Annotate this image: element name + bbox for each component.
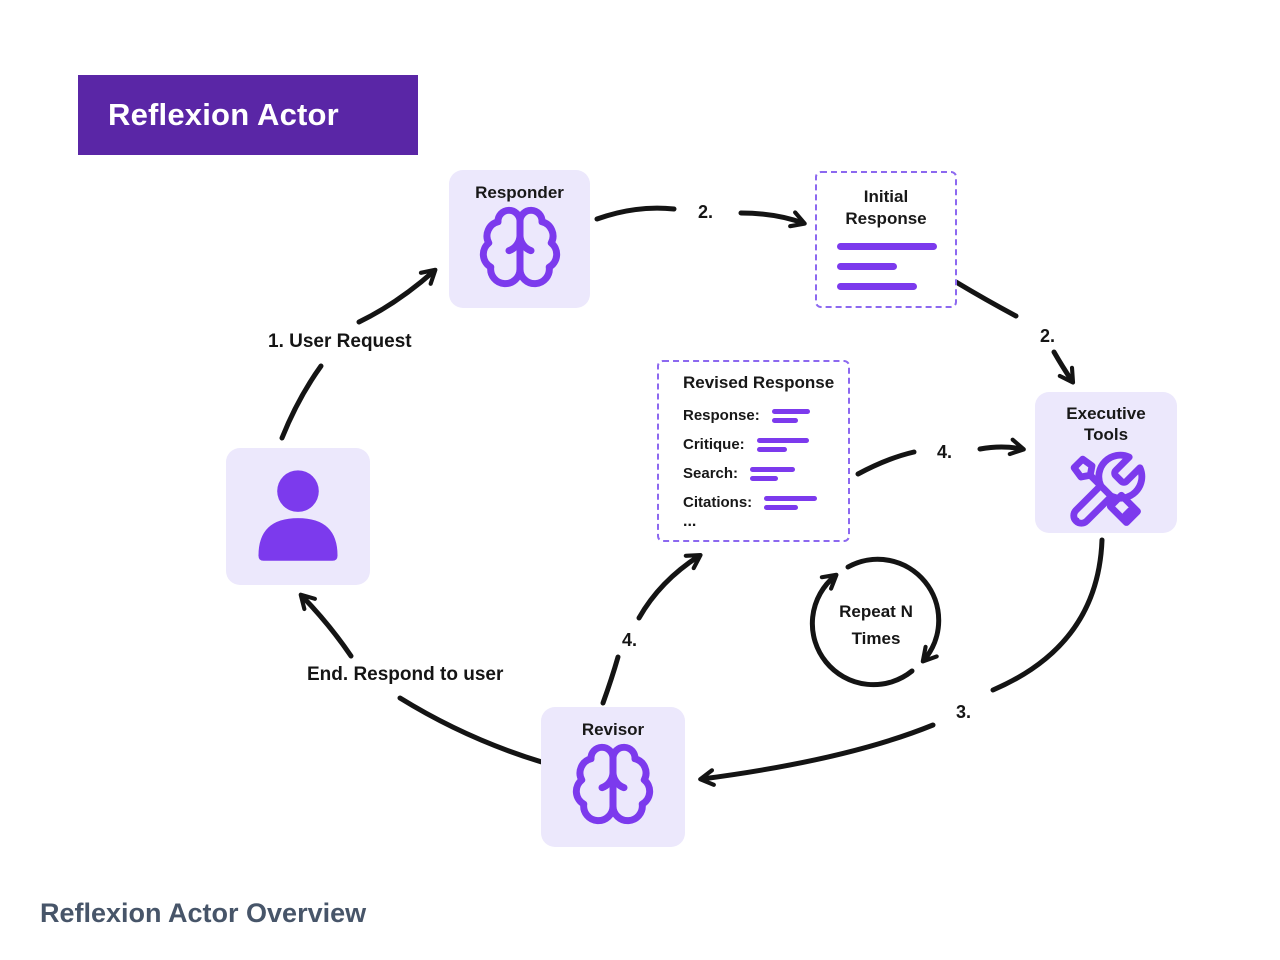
arrow-user-to-responder-seg2	[356, 267, 438, 325]
diagram-caption: Reflexion Actor Overview	[40, 898, 367, 928]
edge-label-respond-to-user: End. Respond to user	[307, 664, 504, 685]
arrow-revisor-to-user-seg1	[397, 695, 548, 766]
edge-label-user-request: 1. User Request	[268, 331, 412, 352]
field-label: Search:	[683, 465, 739, 482]
brain-icon	[569, 740, 657, 833]
field-text-lines	[756, 437, 809, 452]
revised-field-row: Citations:	[683, 488, 848, 517]
arrow-user-to-responder-seg1	[279, 363, 324, 441]
executive-tools-node: Executive Tools	[1035, 392, 1177, 533]
revised-field-row: Search:	[683, 459, 848, 488]
executive-tools-title: Executive Tools	[1066, 404, 1146, 445]
responder-label: Responder	[475, 183, 564, 202]
arrow-revisor-to-user-seg2	[298, 592, 354, 659]
wrench-screwdriver-icon	[1063, 448, 1149, 539]
repeat-loop-line2: Times	[851, 629, 901, 648]
arrow-revisor-to-revised-seg1	[600, 654, 621, 706]
revised-response-title: Revised Response	[683, 373, 835, 392]
repeat-loop-label: Repeat N Times	[815, 598, 937, 652]
repeat-loop-icon-arc1	[809, 572, 915, 688]
text-line	[837, 243, 937, 251]
edge-label-initial-to-tools: 2.	[1040, 326, 1056, 346]
initial-response-text-lines	[837, 243, 937, 291]
arrow-initial-to-tools-seg1	[953, 279, 1019, 319]
arrow-initial-to-tools-seg2	[1051, 349, 1076, 385]
field-label: Response:	[683, 407, 760, 424]
arrow-responder-to-initial-seg2	[738, 210, 807, 229]
arrow-tools-to-revisor-seg2	[698, 722, 936, 787]
responder-node: Responder	[449, 170, 590, 308]
user-node	[226, 448, 370, 585]
brain-icon	[476, 203, 564, 296]
arrow-revisor-to-revised-seg2	[636, 552, 703, 621]
initial-response-node: Initial Response	[815, 171, 957, 308]
edge-label-revisor-to-revised: 4.	[622, 630, 638, 650]
revised-field-row: Critique:	[683, 430, 848, 459]
field-label: Citations:	[683, 494, 753, 511]
edge-label-tools-to-revisor: 3.	[956, 702, 972, 722]
person-icon	[246, 462, 350, 571]
repeat-loop-line1: Repeat N	[839, 602, 913, 621]
edge-label-revised-to-tools: 4.	[937, 442, 953, 462]
arrow-tools-to-revisor-seg1	[990, 537, 1105, 693]
title-banner: Reflexion Actor	[78, 75, 418, 155]
field-text-lines	[750, 466, 796, 481]
arrow-revised-to-tools-seg2	[977, 437, 1026, 457]
arrow-responder-to-initial-seg1	[594, 205, 677, 222]
text-line	[837, 283, 917, 291]
field-text-lines	[764, 495, 818, 510]
initial-response-title: Initial Response	[845, 187, 927, 229]
revisor-node: Revisor	[541, 707, 685, 847]
text-line	[837, 263, 897, 271]
field-label: Critique:	[683, 436, 745, 453]
edge-label-responder-to-initial: 2.	[698, 202, 714, 222]
field-text-lines	[771, 408, 810, 423]
ellipsis-label: ...	[683, 513, 697, 530]
arrow-revised-to-tools-seg1	[855, 449, 917, 477]
revised-field-row: Response:	[683, 401, 848, 430]
page-title: Reflexion Actor	[108, 97, 339, 132]
revised-response-node: Revised Response Response: Critique: Sea…	[657, 360, 850, 542]
revisor-label: Revisor	[581, 720, 645, 739]
repeat-loop-icon-arc2	[845, 556, 942, 664]
